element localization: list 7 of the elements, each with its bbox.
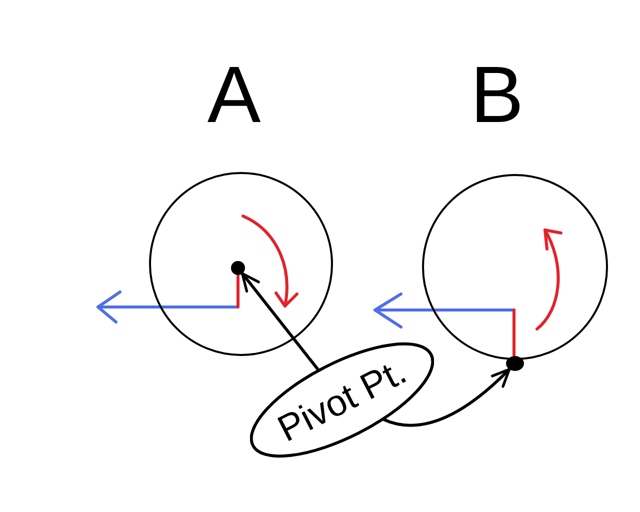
leader-arrow xyxy=(381,368,511,427)
wheel-label: B xyxy=(470,55,524,135)
pivot-dot xyxy=(231,261,245,275)
pivot-dot xyxy=(506,356,524,371)
callout-text: Pivot Pt. xyxy=(272,352,412,448)
leader-arrow xyxy=(240,272,320,372)
wheel-label: A xyxy=(207,55,261,135)
